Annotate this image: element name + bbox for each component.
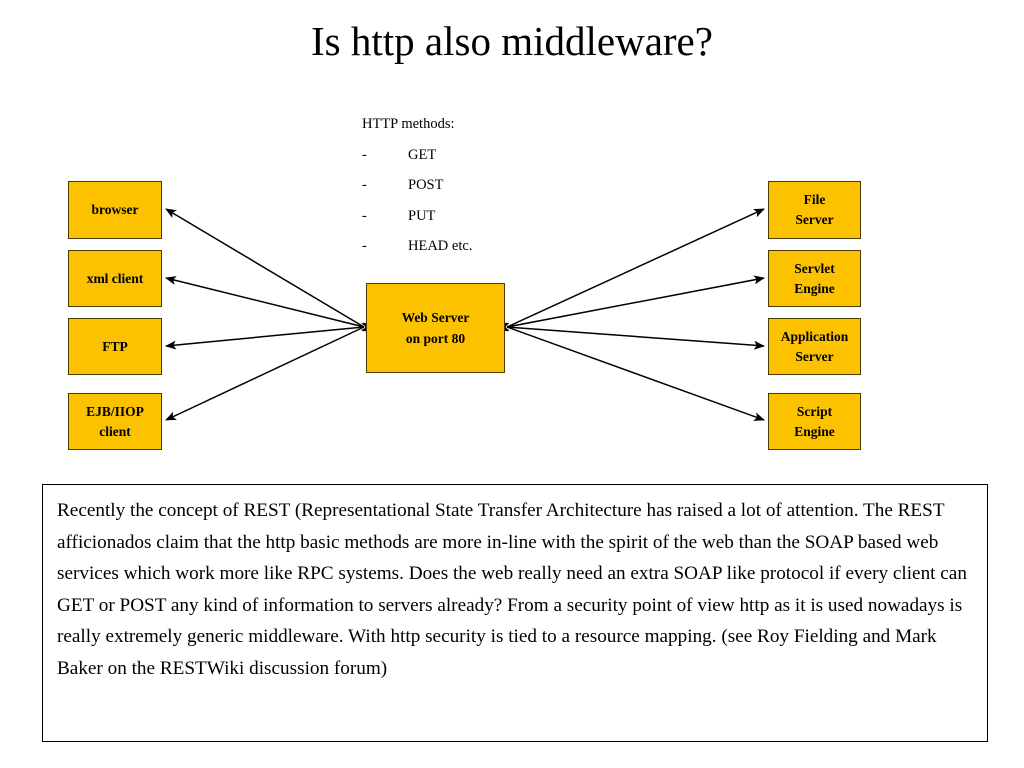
http-method-label: POST xyxy=(408,177,444,193)
node-label: EJB/IIOP client xyxy=(86,403,144,439)
node-ftp[interactable]: FTP xyxy=(68,318,162,375)
node-web-server[interactable]: Web Server on port 80 xyxy=(366,283,505,373)
note-paragraph: Recently the concept of REST (Representa… xyxy=(57,500,967,679)
arrow-webserver-browser xyxy=(165,208,373,333)
http-method-label: HEAD etc. xyxy=(408,238,473,254)
arrow-webserver-ftp xyxy=(165,322,374,350)
http-method-label: GET xyxy=(408,146,437,163)
node-servlet-engine[interactable]: Servlet Engine xyxy=(768,250,861,307)
node-label: Application Server xyxy=(780,328,849,364)
node-label: File Server xyxy=(795,192,834,227)
bullet-dash-icon: - xyxy=(362,238,367,254)
node-application-server[interactable]: Application Server xyxy=(768,318,861,375)
http-methods-note: HTTP methods: - GET - POST - PUT - HEAD … xyxy=(362,109,592,262)
http-method-item-get: - GET xyxy=(362,140,592,171)
arrow-webserver-servlet xyxy=(497,275,765,332)
note-box: Recently the concept of REST (Representa… xyxy=(42,484,988,742)
node-ejb-iiop-client[interactable]: EJB/IIOP client xyxy=(68,393,162,450)
node-xml-client[interactable]: xml client xyxy=(68,250,162,307)
http-method-item-post: - POST xyxy=(362,170,592,201)
node-label: Servlet Engine xyxy=(794,260,835,296)
node-script-engine[interactable]: Script Engine xyxy=(768,393,861,450)
http-methods-heading: HTTP methods: xyxy=(362,116,455,132)
page-title: Is http also middleware? xyxy=(311,18,713,64)
node-label: xml client xyxy=(86,270,144,286)
bullet-dash-icon: - xyxy=(362,177,367,193)
arrow-webserver-xmlclient xyxy=(165,276,374,332)
arrow-webserver-ejbiiop xyxy=(165,322,374,421)
node-file-server[interactable]: File Server xyxy=(768,181,861,239)
node-label: FTP xyxy=(102,338,128,354)
http-method-label: PUT xyxy=(408,207,436,224)
node-label: Web Server on port 80 xyxy=(401,310,470,346)
http-method-item-head: - HEAD etc. xyxy=(362,231,592,262)
node-label: Script Engine xyxy=(794,403,835,439)
arrow-webserver-script xyxy=(497,323,765,421)
node-browser[interactable]: browser xyxy=(68,181,162,239)
http-method-item-put: - PUT xyxy=(362,201,592,232)
bullet-dash-icon: - xyxy=(362,207,367,224)
bullet-dash-icon: - xyxy=(362,146,367,163)
arrow-webserver-application xyxy=(497,322,765,350)
node-label: browser xyxy=(91,202,139,217)
